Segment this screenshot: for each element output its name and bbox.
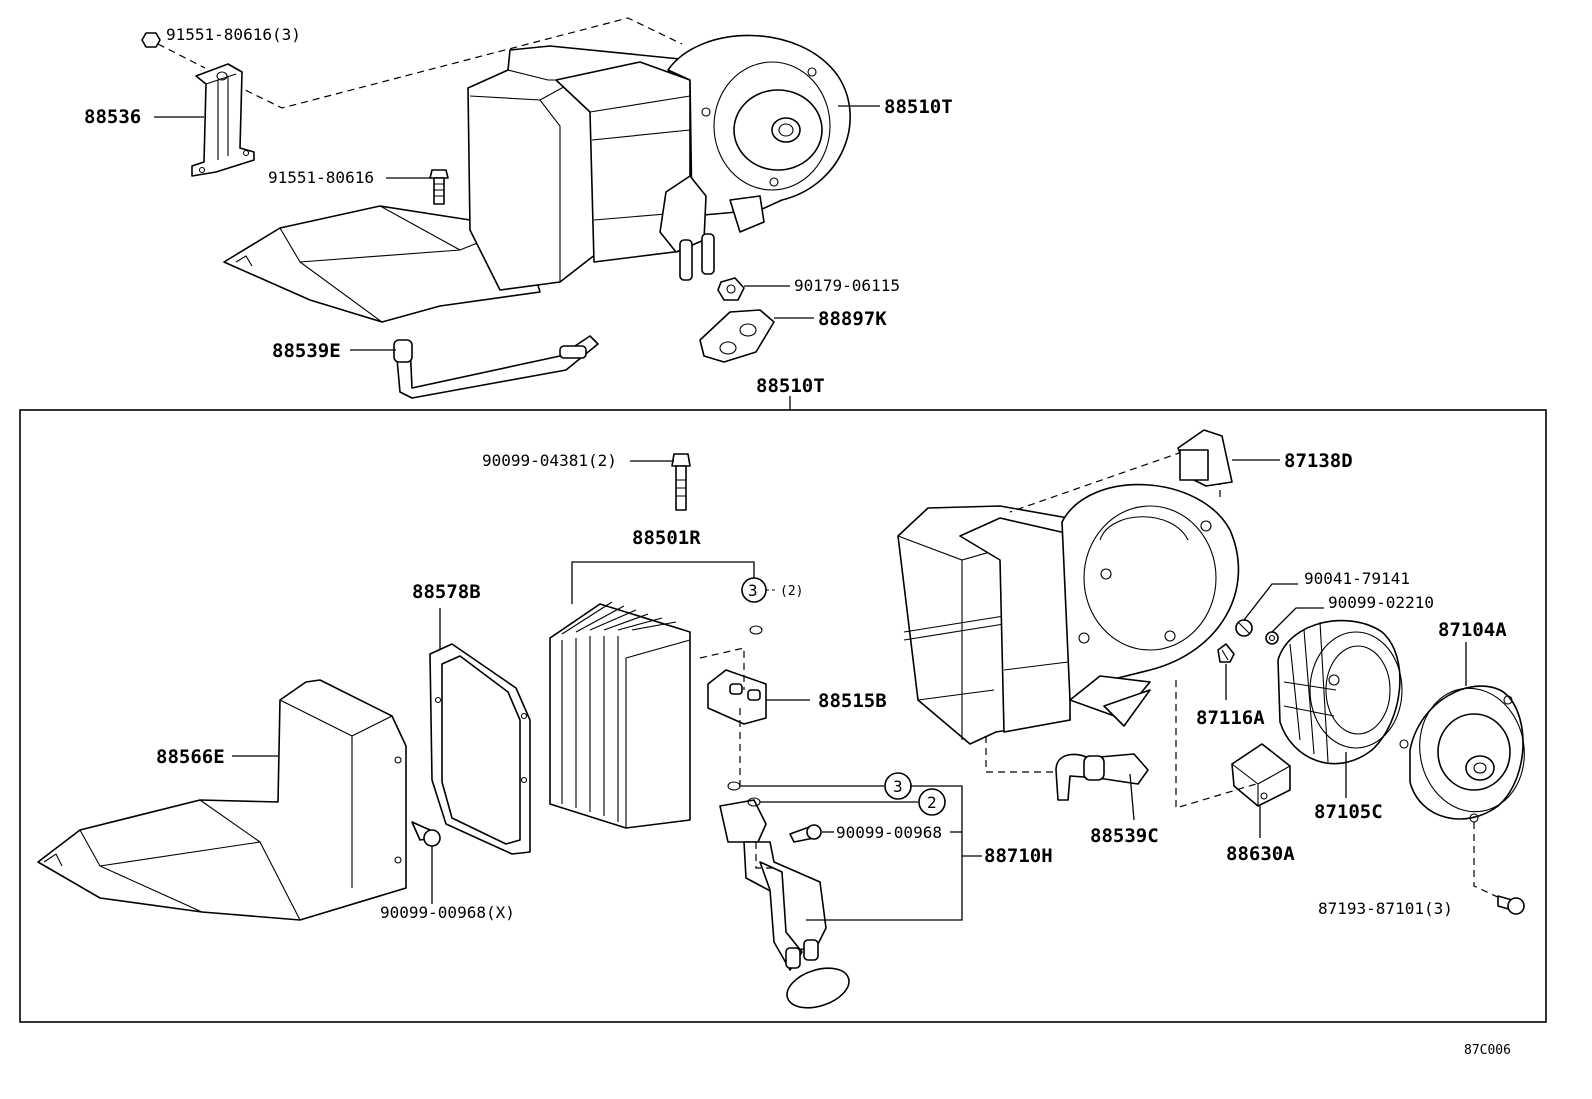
packing-88897K-part[interactable]	[699, 309, 775, 363]
label-cushion: 87116A	[1196, 707, 1265, 729]
label-amplifier: 88630A	[1226, 843, 1295, 865]
label-clip-a: 90041-79141	[1304, 569, 1410, 588]
expansion-valve-88515B-part[interactable]	[707, 669, 767, 725]
nut-icon[interactable]	[717, 277, 745, 301]
callout-tube-oring-2: 2	[927, 793, 937, 812]
label-valve: 88515B	[818, 690, 887, 712]
label-resistor: 87138D	[1284, 450, 1353, 472]
amplifier-88630A-part[interactable]	[1231, 743, 1291, 807]
motor-screw-icon[interactable]	[1497, 895, 1525, 915]
label-motor: 87104A	[1438, 619, 1507, 641]
hose-88539E-part[interactable]	[393, 335, 599, 399]
top-assembly: 91551-80616(3) 88536 91551-80616 88510T …	[84, 17, 953, 399]
seal-88578B-part[interactable]	[429, 643, 531, 855]
callout-tube-oring-3: 3	[893, 777, 903, 796]
bolt-icon[interactable]	[141, 32, 161, 48]
detail-frame	[19, 409, 1547, 1023]
label-seal: 88578B	[412, 581, 481, 603]
evaporator-88501R-part[interactable]	[549, 601, 691, 829]
label-packing: 88897K	[818, 308, 887, 330]
figure-code: 87C006	[1464, 1043, 1511, 1058]
detail-title: 88510T	[756, 375, 825, 397]
screw-icon[interactable]	[411, 821, 441, 847]
label-screw-x: 90099-00968(X)	[380, 903, 515, 922]
label-screw-qty3: 87193-87101(3)	[1318, 899, 1453, 918]
label-tube: 88710H	[984, 845, 1053, 867]
blower-fan-87105C-part[interactable]	[1277, 619, 1403, 765]
label-nut: 90179-06115	[794, 276, 900, 295]
label-clip-b: 90099-02210	[1328, 593, 1434, 612]
blower-motor-87104A-part[interactable]	[1399, 680, 1534, 823]
clip-b-icon[interactable]	[1265, 631, 1279, 645]
callout-oring-qty: (2)	[780, 584, 803, 599]
tube-screw-icon[interactable]	[789, 824, 822, 843]
resistor-87138D-part[interactable]	[1177, 429, 1233, 487]
label-unit: 88510T	[884, 96, 953, 118]
cushion-87116A-part[interactable]	[1217, 643, 1235, 663]
oring-callout: 3 (2)	[741, 577, 803, 635]
detail-section: 88510T 90099-04381(2) 88501R 3 (2) 88	[19, 375, 1547, 1023]
label-bolt-qty2: 90099-04381(2)	[482, 451, 617, 470]
label-bolt: 91551-80616	[268, 168, 374, 187]
label-lower-case: 88566E	[156, 746, 225, 768]
label-hose: 88539E	[272, 340, 341, 362]
label-evaporator: 88501R	[632, 527, 701, 549]
label-tube-screw: 90099-00968	[836, 823, 942, 842]
label-drain-hose: 88539C	[1090, 825, 1159, 847]
label-bolt-qty3: 91551-80616(3)	[166, 25, 301, 44]
clip-a-icon[interactable]	[1235, 619, 1253, 637]
blower-unit-88510T-top[interactable]	[223, 34, 851, 323]
lower-case-88566E-part[interactable]	[37, 679, 407, 921]
drain-hose-88539C-part[interactable]	[1055, 753, 1149, 801]
label-fan: 87105C	[1314, 801, 1383, 823]
long-bolt-icon[interactable]	[671, 453, 691, 511]
label-bracket: 88536	[84, 106, 141, 128]
bracket-88536-part[interactable]	[191, 63, 255, 177]
vertical-bolt-icon[interactable]	[429, 169, 449, 205]
upper-housing-part[interactable]	[897, 483, 1240, 745]
callout-oring-ref: 3	[748, 581, 758, 600]
liquid-tube-88710H-part[interactable]	[719, 799, 854, 1015]
